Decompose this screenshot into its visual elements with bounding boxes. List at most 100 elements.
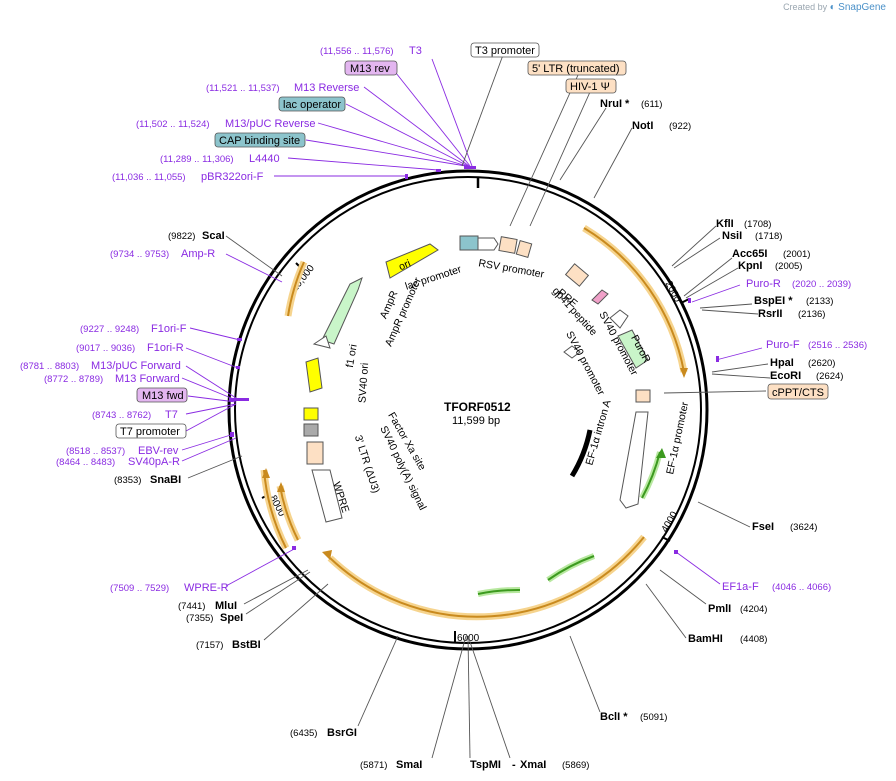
site-pos: (3624) — [790, 522, 817, 533]
primer-l4440: L4440 — [249, 153, 280, 165]
orf-arrowhead — [262, 468, 270, 478]
primer-m13-fwd: M13 fwd — [142, 390, 184, 402]
primer-pos: (8781 .. 8803) — [20, 361, 79, 372]
3ltr-feature — [306, 441, 324, 465]
site-pos: (6435) — [290, 728, 317, 739]
rsv-promoter-label: RSV promoter — [477, 257, 545, 280]
3ltr-label: 3' LTR (ΔU3) — [352, 434, 382, 495]
t7-promoter-label: T7 promoter — [120, 426, 180, 438]
site-pos: (7157) — [196, 640, 223, 651]
puror-feature — [617, 329, 649, 369]
f1-ori-label: f1 ori — [344, 343, 360, 368]
site-pos: (2624) — [816, 371, 843, 382]
m13-rev-box — [344, 60, 398, 76]
lac-promoter-feature — [477, 237, 499, 251]
5ltr-box — [527, 60, 627, 76]
lac-operator-box — [278, 96, 346, 112]
orf-arrowhead — [322, 550, 332, 560]
primer-pos: (4046 .. 4066) — [772, 582, 831, 593]
site-pos: (7355) — [186, 613, 213, 624]
site-pos: (8353) — [114, 475, 141, 486]
primer-ef1a-f: EF1a-F — [722, 581, 759, 593]
f1-ori-feature — [305, 357, 323, 393]
primer-pos: (11,036 .. 11,055) — [112, 172, 186, 183]
site-pos: (5869) — [562, 760, 589, 771]
site-pos: (4204) — [740, 604, 767, 615]
t7-promoter-box — [115, 423, 187, 439]
primer-puro-r: Puro-R — [746, 278, 781, 290]
site-pos: (1708) — [744, 219, 771, 230]
site-pmli: PmlI — [708, 603, 731, 615]
tick-6000: 6000 — [454, 631, 480, 644]
primer-m13-puc-reverse: M13/pUC Reverse — [225, 118, 315, 130]
site-bspei: BspEI * — [754, 295, 793, 307]
primer-pos: (8464 .. 8483) — [56, 457, 115, 468]
primer-m13-forward: M13 Forward — [115, 373, 180, 385]
brand-prefix: Created by — [783, 2, 828, 12]
hiv-psi-box — [565, 78, 617, 94]
primer-pos: (11,521 .. 11,537) — [206, 83, 280, 94]
primer-f1ori-r: F1ori-R — [147, 342, 184, 354]
cppt-label: cPPT/CTS — [772, 387, 824, 399]
primer-pos: (8772 .. 8789) — [44, 374, 103, 385]
5ltr-feature — [515, 239, 533, 259]
ori-feature — [385, 243, 439, 279]
site-rsrii: RsrII — [758, 308, 782, 320]
gp41-feature — [591, 289, 609, 305]
site-bstbi: BstBI — [232, 639, 261, 651]
orf-arcs — [260, 225, 688, 621]
site-pos: (611) — [641, 99, 662, 110]
primer-pos: (11,289 .. 11,306) — [160, 154, 234, 165]
site-kfli: KflI — [716, 218, 734, 230]
rsv-promoter-feature — [498, 236, 518, 254]
orf-arc-bottom — [329, 536, 645, 618]
primer-pos: (2516 .. 2536) — [808, 340, 867, 351]
primer-sv40pa-r: SV40pA-R — [128, 456, 180, 468]
primer-pbr322ori-f: pBR322ori-F — [201, 171, 264, 183]
primer-pos: (11,556 .. 11,576) — [320, 46, 394, 57]
orf-arc-left — [287, 261, 305, 317]
cap-binding-feature — [459, 235, 479, 251]
site-mlui: MluI — [215, 600, 237, 612]
site-pos: (5871) — [360, 760, 387, 771]
site-scai: ScaI — [202, 230, 225, 242]
primer-pos: (8743 .. 8762) — [92, 410, 151, 421]
primer-ebv-rev: EBV-rev — [138, 445, 179, 457]
t3-promoter-box — [470, 42, 540, 58]
cppt-feature — [635, 389, 651, 403]
green-arc — [547, 555, 595, 581]
site-nsii: NsiI — [722, 230, 742, 242]
cap-binding-box — [214, 132, 306, 148]
5ltr-label: 5' LTR (truncated) — [532, 63, 619, 75]
cppt-box — [767, 383, 829, 400]
ef1a-promoter-label: EF-1α promoter — [664, 400, 691, 475]
primer-wpre-r: WPRE-R — [184, 582, 229, 594]
primer-m13-rev: M13 rev — [350, 63, 390, 75]
orf-arrowhead — [680, 368, 688, 378]
sv40-polya-feature — [303, 423, 319, 437]
site-tspmi: TspMI — [470, 759, 501, 771]
site-pos: (2136) — [798, 309, 825, 320]
tick-2000: 2000 — [663, 279, 690, 305]
primer-t7: T7 — [165, 409, 178, 421]
site-nrui: NruI * — [600, 98, 630, 110]
primer-m13-reverse: M13 Reverse — [294, 82, 359, 94]
orf-arrowhead — [277, 482, 285, 492]
site-pos: (2620) — [808, 358, 835, 369]
site-ecori: EcoRI — [770, 370, 801, 382]
site-noti: NotI — [632, 120, 653, 132]
primer-puro-f: Puro-F — [766, 339, 800, 351]
primer-pos: (9227 .. 9248) — [80, 324, 139, 335]
green-arrowhead — [656, 448, 666, 458]
ef1a-intron-feature — [569, 429, 593, 478]
site-pos: (9822) — [168, 231, 195, 242]
primer-leader-lines — [181, 58, 763, 587]
primer-f1ori-f: F1ori-F — [151, 323, 187, 335]
wpre-feature — [311, 469, 343, 523]
m13-fwd-box — [136, 387, 188, 403]
green-arc — [477, 588, 521, 595]
primer-pos: (7509 .. 7529) — [110, 583, 169, 594]
site-pos: (1718) — [755, 231, 782, 242]
site-smai: SmaI — [396, 759, 422, 771]
